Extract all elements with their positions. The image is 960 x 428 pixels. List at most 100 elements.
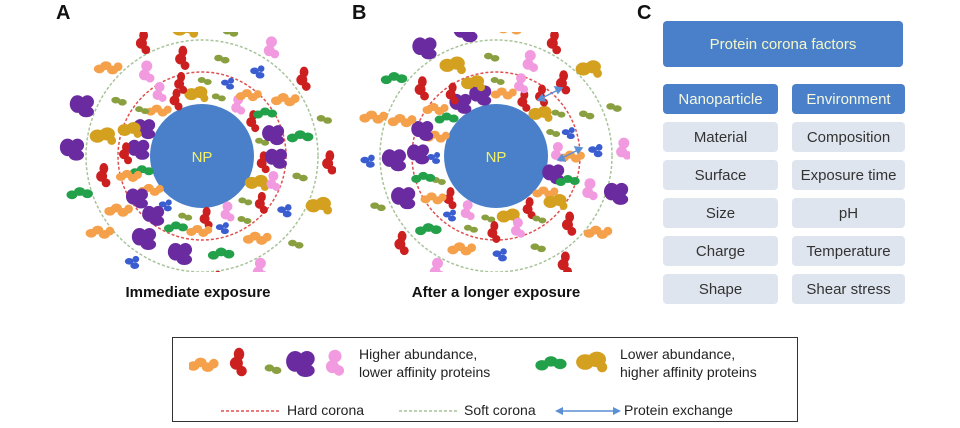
orange-protein-icon (447, 242, 477, 256)
factor-ph: pH (792, 198, 905, 228)
pink-protein-icon (252, 257, 267, 272)
olive-protein-icon (370, 202, 386, 212)
legend-lower-abundance-line1: Lower abundance, (620, 346, 736, 362)
legend-higher-abundance-line1: Higher abundance, (359, 346, 478, 362)
orange-protein-icon (115, 169, 142, 182)
pink-protein-icon (266, 171, 281, 192)
red-protein-icon (322, 150, 336, 175)
red-protein-icon (394, 230, 409, 256)
legend-low-abundance-icons (535, 351, 608, 373)
blue-protein-icon (427, 152, 441, 165)
pink-protein-icon (514, 73, 529, 94)
nanoparticle-header: Nanoparticle (663, 84, 778, 114)
green-protein-icon (66, 187, 93, 200)
red-protein-icon (414, 76, 429, 101)
factor-temperature: Temperature (792, 236, 905, 266)
green-protein-icon (434, 112, 459, 124)
blue-protein-icon (443, 209, 457, 222)
olive-protein-icon (606, 103, 622, 112)
purple-protein-icon (264, 148, 287, 169)
legend-protein-exchange-label: Protein exchange (624, 402, 733, 418)
gold-protein-icon (89, 127, 117, 145)
blue-protein-icon (215, 222, 229, 235)
red-protein-icon (546, 32, 562, 55)
blue-protein-icon (250, 65, 265, 79)
factor-shape: Shape (663, 274, 778, 304)
purple-protein-icon (391, 187, 416, 210)
legend-high-abundance-icons (189, 347, 345, 377)
blue-protein-icon (277, 204, 292, 218)
blue-protein-icon (588, 144, 603, 158)
olive-protein-icon (255, 137, 270, 146)
olive-protein-icon (490, 77, 505, 86)
orange-protein-icon (186, 224, 213, 237)
soft-corona-ring (85, 39, 319, 272)
legend-soft-corona-label: Soft corona (464, 402, 536, 418)
orange-protein-icon (583, 225, 613, 239)
red-protein-icon (229, 347, 247, 377)
red-protein-icon (254, 191, 268, 214)
olive-protein-icon (530, 243, 546, 253)
factor-surface: Surface (663, 160, 778, 190)
panel-a-caption: Immediate exposure (125, 284, 271, 301)
red-protein-icon (174, 71, 188, 94)
panel-a-letter: A (56, 2, 71, 24)
panel-b-diagram: NP (350, 32, 630, 272)
purple-protein-icon (59, 138, 85, 161)
pink-protein-icon (152, 81, 167, 102)
olive-protein-icon (211, 93, 226, 102)
red-protein-icon (215, 270, 221, 272)
orange-protein-icon (420, 192, 447, 205)
factors-title: Protein corona factors (663, 21, 903, 67)
blue-protein-icon (124, 255, 140, 270)
factor-shear-stress: Shear stress (792, 274, 905, 304)
blue-protein-icon (158, 199, 172, 212)
blue-protein-icon (492, 248, 507, 262)
red-protein-icon (555, 70, 571, 95)
orange-protein-icon (359, 110, 389, 124)
purple-protein-icon (286, 351, 315, 377)
green-protein-icon (411, 171, 436, 183)
gold-protein-icon (172, 32, 199, 38)
blue-protein-icon (360, 154, 375, 168)
panel-a-diagram: NP (56, 32, 336, 272)
green-protein-icon (380, 72, 408, 85)
factor-exposure-time: Exposure time (792, 160, 905, 190)
purple-protein-icon (262, 125, 285, 146)
olive-protein-icon (551, 109, 566, 118)
gold-protein-icon (543, 193, 568, 210)
red-protein-icon (445, 82, 459, 105)
legend-soft-corona-line (399, 410, 459, 412)
purple-protein-icon (407, 144, 430, 165)
red-protein-icon (561, 211, 577, 236)
red-protein-icon (135, 32, 151, 55)
purple-protein-icon (127, 139, 150, 160)
pink-protein-icon (325, 349, 345, 376)
orange-protein-icon (499, 32, 522, 35)
purple-protein-icon (453, 32, 478, 43)
pink-protein-icon (616, 137, 630, 160)
green-protein-icon (555, 175, 580, 187)
olive-protein-icon (222, 32, 239, 37)
legend-hard-corona-label: Hard corona (287, 402, 365, 418)
protein-exchange-arrows (536, 86, 584, 162)
orange-protein-icon (490, 87, 517, 100)
orange-protein-icon (235, 89, 262, 102)
pink-protein-icon (263, 36, 280, 59)
gold-protein-icon (576, 351, 608, 373)
factor-material: Material (663, 122, 778, 152)
pink-protein-icon (231, 94, 246, 115)
gold-protein-icon (244, 174, 269, 191)
gold-protein-icon (461, 75, 486, 92)
factor-composition: Composition (792, 122, 905, 152)
red-protein-icon (487, 220, 501, 243)
factor-charge: Charge (663, 236, 778, 266)
gold-protein-icon (305, 196, 333, 215)
pink-protein-icon (220, 201, 235, 222)
olive-protein-icon (481, 214, 496, 223)
pink-protein-icon (522, 49, 538, 72)
pink-protein-icon (429, 257, 444, 272)
orange-protein-icon (387, 114, 417, 128)
gold-protein-icon (184, 86, 209, 103)
olive-protein-icon (214, 54, 230, 64)
